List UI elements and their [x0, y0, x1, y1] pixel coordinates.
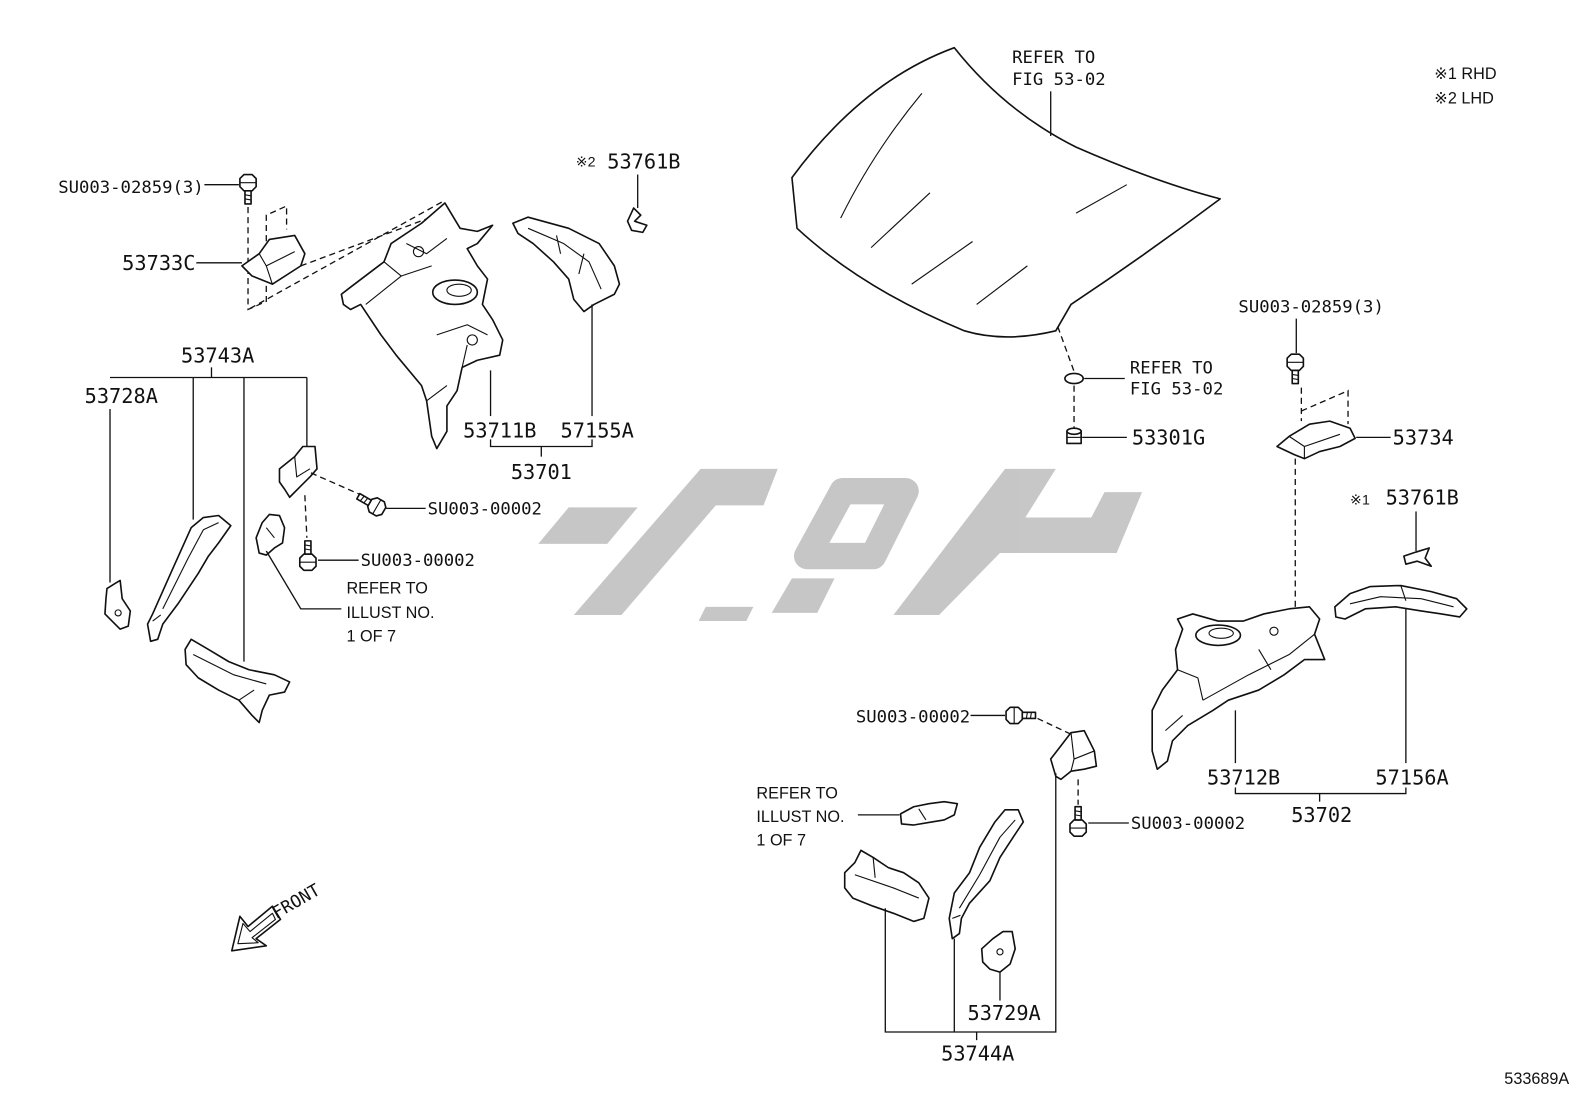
hood-outline: [791, 46, 1221, 338]
hood-crease-line: [1075, 184, 1128, 214]
left-bracket-guide-line: [300, 214, 438, 267]
hood-refer-line-1: REFER TO: [1012, 48, 1095, 68]
hood-refer-line-2: FIG 53-02: [1012, 70, 1105, 90]
watermark-stroke: [793, 477, 919, 570]
watermark-stroke: [538, 507, 638, 544]
right-side-bolt-label: SU003-00002: [856, 708, 970, 728]
part-number-53744A: 53744A: [941, 1041, 1014, 1065]
right-bolt-guide-line: [1037, 717, 1073, 736]
left-hood-hinge-bracket: [241, 234, 306, 285]
hood-support-refer-line-1: REFER TO: [1130, 358, 1213, 378]
right-gusset-part: [980, 930, 1017, 973]
left-bottom-bolt-label: SU003-00002: [361, 551, 475, 571]
left-member-lower-extension: [184, 638, 291, 724]
right-bottom-bolt: [1069, 805, 1088, 837]
part-number-53712B: 53712B: [1207, 765, 1280, 789]
right-apron-seal: [1334, 584, 1468, 620]
left-member-bracket: [278, 445, 318, 499]
right-bottom-bolt-label: SU003-00002: [1131, 814, 1245, 834]
part-number-53702: 53702: [1291, 803, 1352, 827]
left-gusset-part: [104, 579, 132, 630]
right-clip-part: [1403, 547, 1433, 568]
hood-crease-line: [870, 192, 931, 249]
front-direction-label: FRONT: [269, 880, 324, 923]
hood-support-guide-line: [1057, 326, 1075, 372]
hood-support-washer: [1064, 372, 1084, 385]
right-hood-hinge-bracket: [1276, 420, 1356, 460]
hood-crease-line: [911, 241, 973, 285]
left-apron-seal: [512, 216, 621, 313]
hood-support-refer-line-2: FIG 53-02: [1130, 380, 1223, 400]
part-number-53761B-right: 53761B: [1386, 485, 1459, 509]
front-direction-arrow-icon: [230, 905, 282, 952]
right-member-lower-extension: [843, 849, 930, 923]
left-refer-line-3: 1 OF 7: [346, 627, 396, 645]
left-side-bolt: [353, 488, 389, 519]
part-number-53743A: 53743A: [181, 343, 254, 367]
right-apron-assy-bracket: [1234, 787, 1407, 795]
hood-crease-line: [976, 265, 1028, 305]
right-top-bolt: [1286, 353, 1305, 385]
note-rhd: ※1 RHD: [1434, 65, 1496, 83]
right-top-bolt-label: SU003-02859(3): [1238, 298, 1383, 318]
part-number-53761B-left: 53761B: [607, 149, 680, 173]
part-number-53701: 53701: [511, 460, 572, 484]
watermark-logo: [538, 468, 1143, 622]
watermark-stroke: [893, 468, 1143, 615]
right-member-group-bracket: [884, 773, 1057, 1033]
part-number-57155A: 57155A: [561, 418, 634, 442]
hood-cushion-part: [1066, 427, 1082, 445]
left-top-bolt: [239, 173, 257, 205]
right-small-plate: [899, 800, 959, 826]
right-side-bolt: [1005, 706, 1037, 725]
right-front-apron: [1151, 606, 1326, 771]
left-bottom-bolt: [298, 540, 317, 572]
part-number-53733C: 53733C: [122, 251, 195, 275]
watermark-stroke: [573, 468, 778, 615]
part-number-53729A: 53729A: [967, 1001, 1040, 1025]
left-side-bolt-label: SU003-00002: [428, 499, 542, 519]
hood-crease-line: [840, 93, 923, 219]
part-number-57156A: 57156A: [1375, 765, 1448, 789]
watermark-stroke: [771, 578, 835, 613]
watermark-stroke: [698, 606, 754, 622]
right-clip-note-mark: ※1: [1350, 492, 1370, 508]
right-member-reinforcement: [948, 808, 1025, 940]
part-number-53711B: 53711B: [463, 418, 536, 442]
left-bracket-guide-line: [249, 200, 445, 310]
right-member-bracket: [1049, 729, 1098, 781]
left-refer-line-1: REFER TO: [346, 580, 427, 598]
left-clip-note-mark: ※2: [576, 154, 596, 170]
part-number-53728A: 53728A: [85, 384, 158, 408]
left-bolt-guide-line: [310, 472, 362, 496]
hood-panel: [791, 46, 1221, 338]
right-refer-line-2: ILLUST NO.: [756, 808, 844, 826]
part-number-53301G: 53301G: [1132, 425, 1205, 449]
left-refer-line-2: ILLUST NO.: [346, 604, 434, 622]
note-lhd: ※2 LHD: [1434, 90, 1494, 108]
right-bracket-guide-box: [1301, 389, 1349, 425]
left-member-reinforcement: [146, 514, 232, 643]
right-refer-line-3: 1 OF 7: [756, 831, 806, 849]
left-clip-part: [626, 207, 648, 234]
figure-code: 533689A: [1504, 1070, 1569, 1088]
left-refer-leader: [265, 550, 342, 610]
left-small-plate: [255, 513, 286, 556]
left-top-bolt-label: SU003-02859(3): [58, 178, 203, 198]
right-refer-line-1: REFER TO: [756, 785, 837, 803]
left-front-apron: [340, 202, 504, 450]
left-bolt-guide-line: [304, 495, 308, 538]
part-number-53734: 53734: [1393, 425, 1454, 449]
